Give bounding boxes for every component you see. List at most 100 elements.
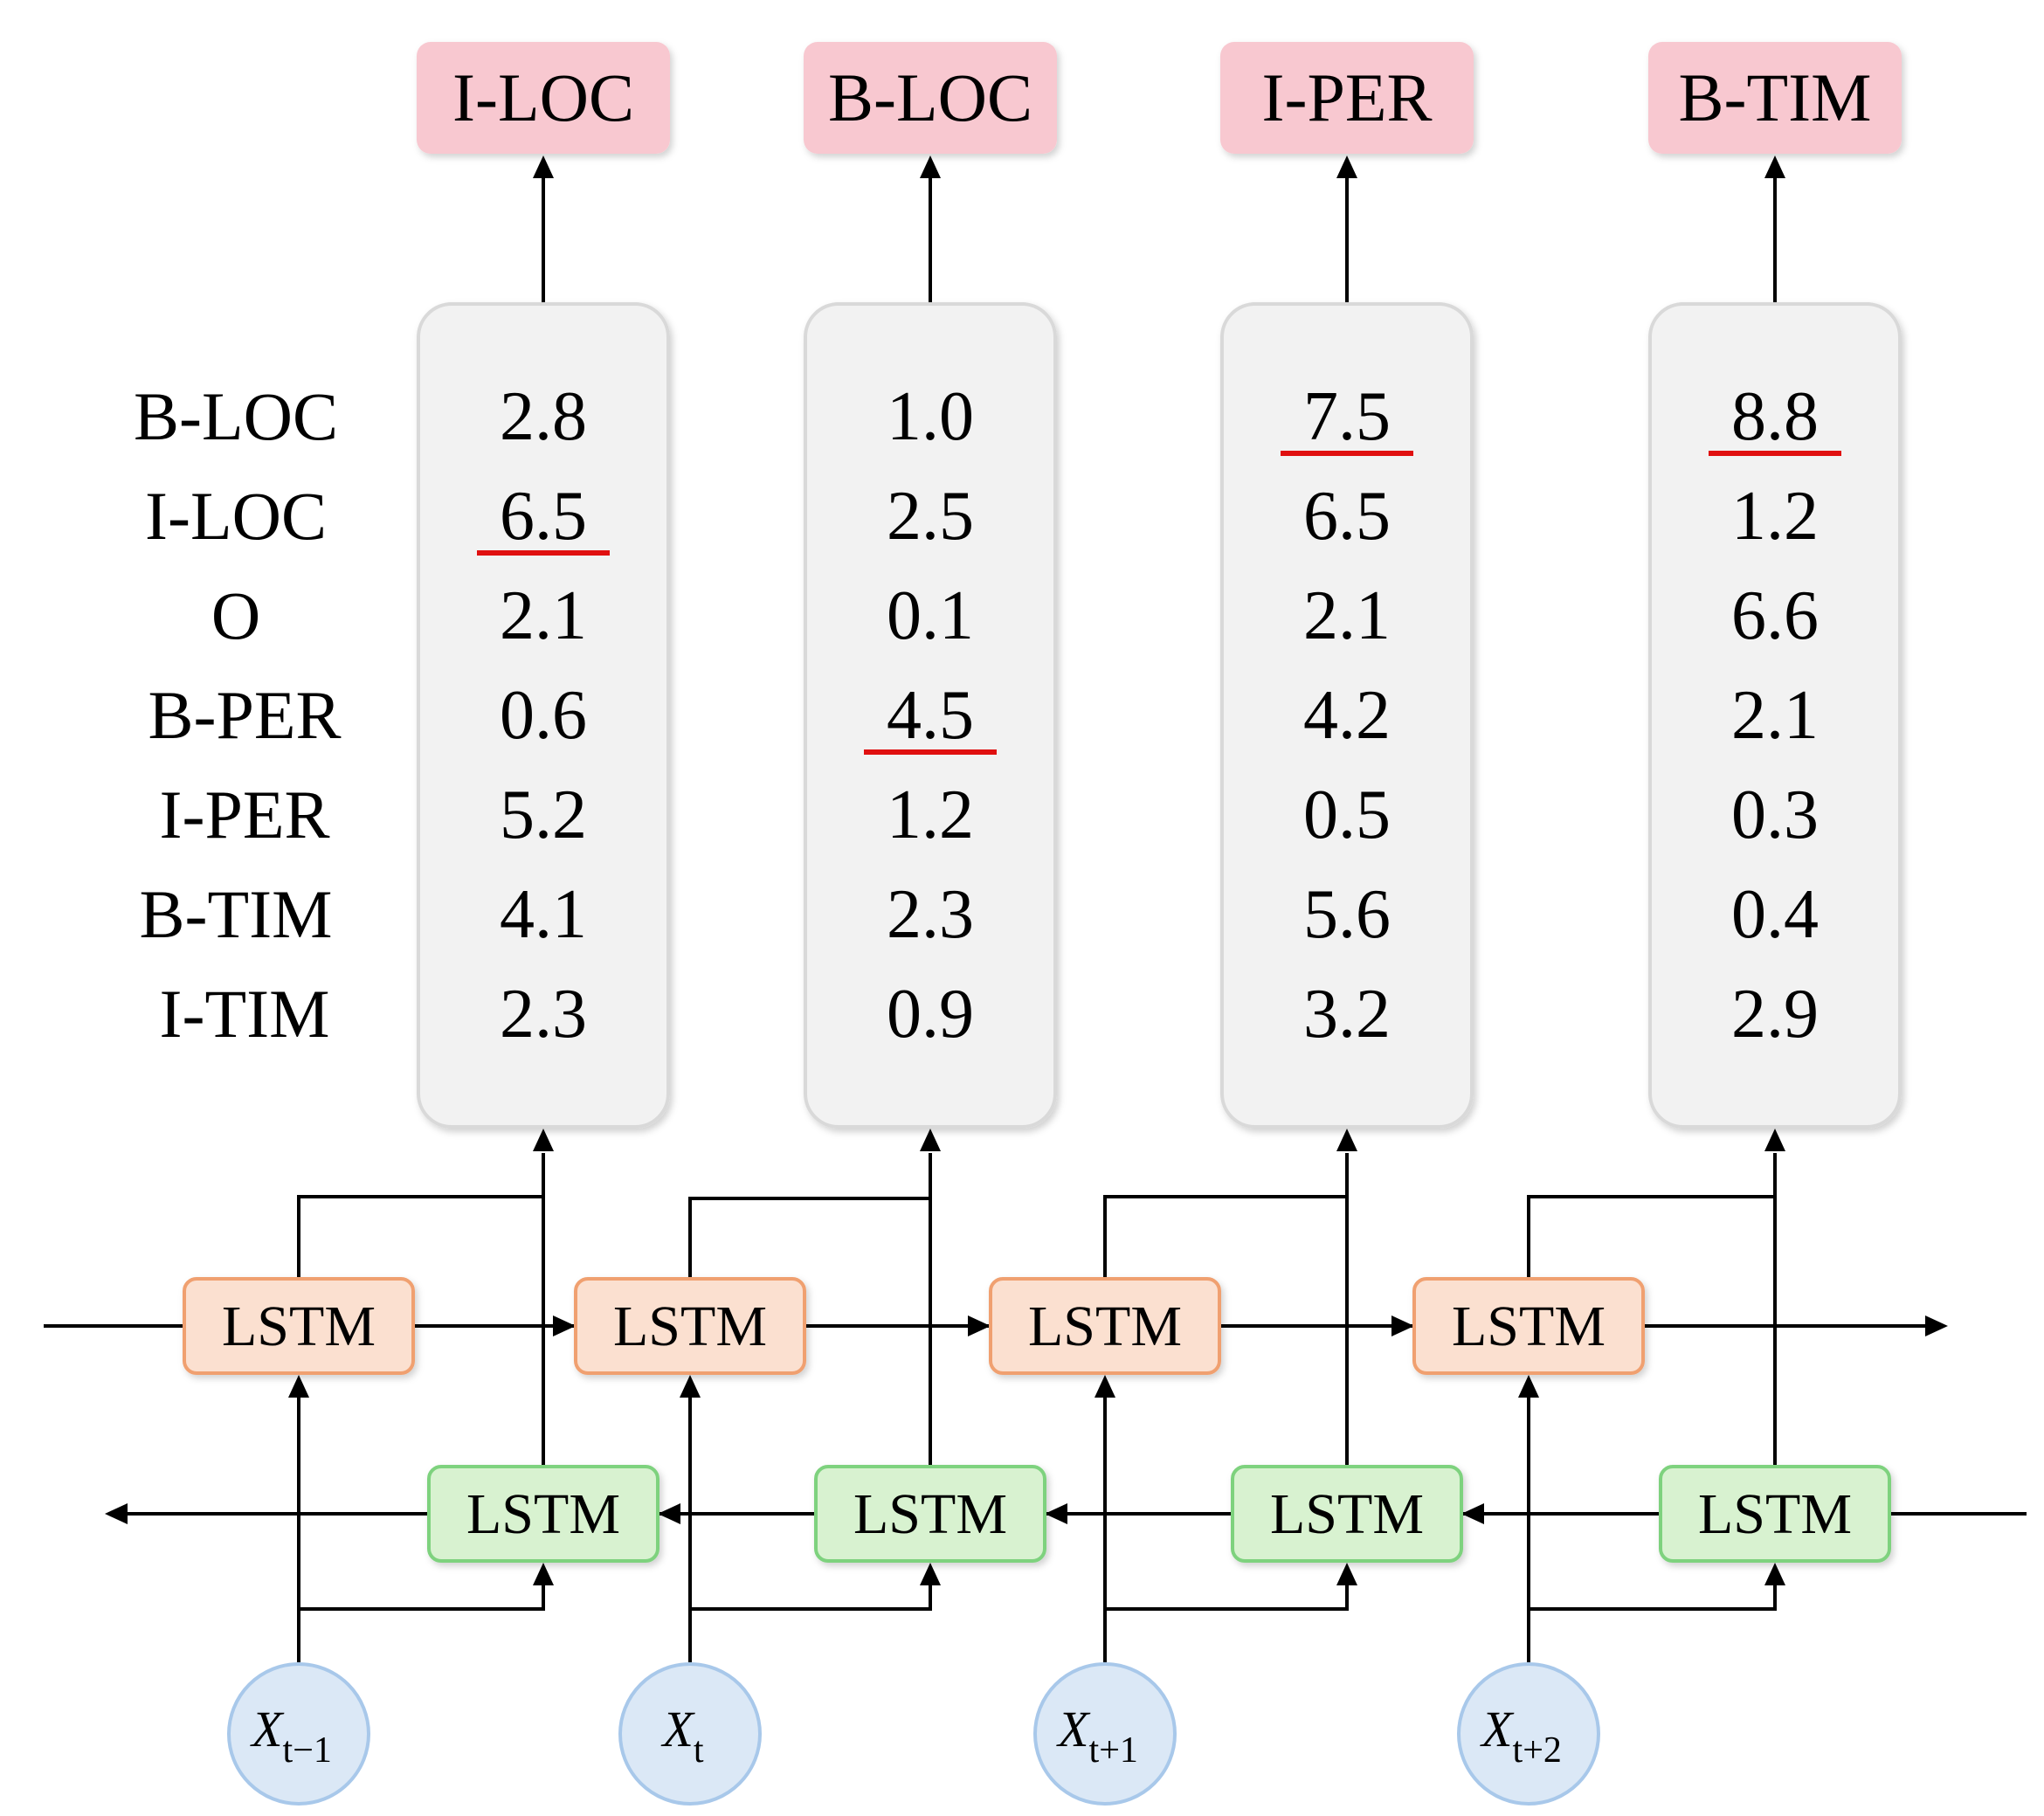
input-circle bbox=[1033, 1662, 1177, 1806]
score-value: 0.5 bbox=[1303, 777, 1391, 853]
forward-lstm-cell: LSTM bbox=[574, 1277, 806, 1375]
output-tag-label: B-TIM bbox=[1679, 59, 1872, 135]
score-value: 6.5 bbox=[1303, 478, 1391, 555]
arrow-head bbox=[1764, 1563, 1785, 1585]
row-label: B-TIM bbox=[140, 876, 333, 952]
forward-lstm-cell: LSTM bbox=[1412, 1277, 1645, 1375]
row-labels: B-LOC I-LOC O B-PER I-PER B-TIM I-TIM bbox=[134, 378, 342, 1052]
forward-to-score-line bbox=[1527, 1195, 1775, 1279]
input-variable: X bbox=[1480, 1701, 1515, 1757]
output-tag: B-LOC bbox=[804, 42, 1057, 154]
input-node: Xt−1 bbox=[227, 1662, 370, 1806]
arrow-head bbox=[288, 1375, 309, 1398]
forward-lstm-label: LSTM bbox=[1028, 1295, 1182, 1358]
input-circle bbox=[618, 1662, 762, 1806]
arrow-head bbox=[1336, 1129, 1357, 1151]
arrow-head bbox=[1391, 1315, 1414, 1336]
arrow-head bbox=[533, 1563, 554, 1585]
score-value: 6.5 bbox=[500, 478, 587, 555]
score-value: 0.1 bbox=[887, 577, 974, 654]
forward-lstm-box bbox=[1412, 1277, 1645, 1375]
backward-lstm-box bbox=[427, 1465, 659, 1563]
score-value: 2.5 bbox=[887, 478, 974, 555]
score-value: 0.3 bbox=[1731, 777, 1819, 853]
row-label: B-LOC bbox=[134, 378, 338, 454]
score-value: 2.3 bbox=[887, 876, 974, 953]
backward-lstm-cell: LSTM bbox=[1659, 1465, 1891, 1563]
columns: I-LOC2.86.52.10.65.24.12.3B-LOC1.02.50.1… bbox=[417, 42, 1902, 1129]
backward-lstm-label: LSTM bbox=[466, 1482, 620, 1546]
input-variable: X bbox=[250, 1701, 285, 1757]
score-value: 4.2 bbox=[1303, 677, 1391, 754]
output-tag-box bbox=[804, 42, 1057, 154]
row-label: I-PER bbox=[160, 777, 330, 853]
arrow-head bbox=[533, 155, 554, 178]
arrow-head bbox=[1336, 155, 1357, 178]
forward-lstm-label: LSTM bbox=[222, 1295, 376, 1358]
score-value: 0.9 bbox=[887, 976, 974, 1053]
score-value: 5.2 bbox=[500, 777, 587, 853]
score-box bbox=[1648, 302, 1902, 1129]
output-tag: I-PER bbox=[1220, 42, 1474, 154]
input-node: Xt+2 bbox=[1457, 1662, 1600, 1806]
score-value: 1.0 bbox=[887, 378, 974, 455]
score-value: 5.6 bbox=[1303, 876, 1391, 953]
arrow-head bbox=[1095, 1375, 1115, 1398]
forward-to-score-line bbox=[297, 1195, 543, 1279]
input-label: Xt+2 bbox=[1480, 1701, 1562, 1771]
input-variable: X bbox=[1056, 1701, 1091, 1757]
input-label: Xt−1 bbox=[250, 1701, 332, 1771]
arrow-head bbox=[1764, 1129, 1785, 1151]
arrow-head bbox=[105, 1503, 128, 1524]
input-node: Xt bbox=[618, 1662, 762, 1806]
input-to-backward-line bbox=[690, 1584, 932, 1611]
input-subscript: t+1 bbox=[1089, 1730, 1138, 1771]
input-to-backward-line bbox=[299, 1584, 545, 1611]
output-tag-box bbox=[1648, 42, 1902, 154]
score-value: 2.8 bbox=[500, 378, 587, 455]
backward-lstm-label: LSTM bbox=[1698, 1482, 1852, 1546]
output-tag-label: I-PER bbox=[1262, 59, 1433, 135]
backward-lstm-box bbox=[1659, 1465, 1891, 1563]
score-value: 1.2 bbox=[887, 777, 974, 853]
arrow-head bbox=[1045, 1503, 1067, 1524]
input-circle bbox=[1457, 1662, 1600, 1806]
input-circle bbox=[227, 1662, 370, 1806]
input-subscript: t+2 bbox=[1513, 1730, 1562, 1771]
score-value: 4.1 bbox=[500, 876, 587, 953]
score-value: 8.8 bbox=[1731, 378, 1819, 455]
input-label: Xt bbox=[660, 1701, 703, 1771]
backward-lstm-cell: LSTM bbox=[1231, 1465, 1463, 1563]
forward-lstm-box bbox=[183, 1277, 415, 1375]
row-label: I-LOC bbox=[145, 478, 327, 554]
row-label: B-PER bbox=[148, 677, 341, 753]
input-label: Xt+1 bbox=[1056, 1701, 1138, 1771]
arrow-head bbox=[1518, 1375, 1539, 1398]
output-tag: B-TIM bbox=[1648, 42, 1902, 154]
score-value: 6.6 bbox=[1731, 577, 1819, 654]
score-value: 0.4 bbox=[1731, 876, 1819, 953]
score-value: 4.5 bbox=[887, 677, 974, 754]
input-subscript: t bbox=[694, 1730, 704, 1771]
forward-lstm-label: LSTM bbox=[613, 1295, 767, 1358]
forward-lstm-box bbox=[574, 1277, 806, 1375]
backward-lstm-cell: LSTM bbox=[814, 1465, 1046, 1563]
backward-lstm-label: LSTM bbox=[1270, 1482, 1424, 1546]
output-tag-label: I-LOC bbox=[452, 59, 634, 135]
row-label: O bbox=[211, 577, 260, 653]
output-tag-box bbox=[1220, 42, 1474, 154]
score-box bbox=[1220, 302, 1474, 1129]
output-tag-box bbox=[417, 42, 670, 154]
backward-lstm-label: LSTM bbox=[853, 1482, 1007, 1546]
arrow-head bbox=[1336, 1563, 1357, 1585]
arrow-head bbox=[1461, 1503, 1484, 1524]
output-tag: I-LOC bbox=[417, 42, 670, 154]
column-2: B-LOC 1.0 2.5 0.1 4.5 1.2 2.3 0.9 bbox=[804, 42, 1057, 1129]
arrow-head bbox=[1764, 155, 1785, 178]
score-value: 7.5 bbox=[1303, 378, 1391, 455]
score-box bbox=[804, 302, 1057, 1129]
arrow-head bbox=[658, 1503, 680, 1524]
